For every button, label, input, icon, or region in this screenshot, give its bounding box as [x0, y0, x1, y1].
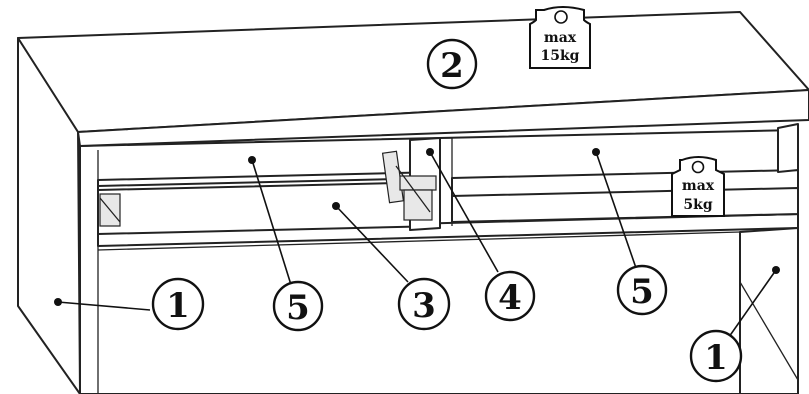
callout-4: 4 [484, 270, 536, 322]
callout-5-right-label: 5 [630, 272, 654, 312]
callout-4-label: 4 [498, 278, 522, 318]
callout-2-label: 2 [440, 46, 464, 86]
callout-1-right: 1 [689, 329, 743, 383]
callout-1-left: 1 [151, 277, 205, 331]
weight-limit-shelf-line1: max [682, 178, 715, 194]
callout-5-left: 5 [272, 280, 324, 332]
right-side-panel [739, 123, 799, 394]
top-panel [17, 11, 809, 147]
callout-5-left-label: 5 [286, 288, 310, 328]
weight-limit-shelf: max 5kg [671, 156, 725, 217]
callout-5-right: 5 [616, 264, 668, 316]
callout-2: 2 [426, 38, 478, 90]
weight-limit-top: max 15kg [529, 6, 591, 69]
drawer-slide-right [381, 150, 437, 221]
callout-1-left-label: 1 [166, 286, 190, 326]
callout-1-right-label: 1 [704, 338, 728, 378]
weight-limit-shelf-line2: 5kg [683, 197, 712, 213]
callout-3-label: 3 [412, 286, 436, 326]
leaders [54, 148, 780, 345]
drawer-slide-left [99, 193, 121, 227]
right-shelf [451, 169, 799, 223]
weight-limit-top-line1: max [544, 30, 577, 46]
callout-3: 3 [397, 277, 451, 331]
weight-limit-top-line2: 15kg [541, 48, 580, 64]
